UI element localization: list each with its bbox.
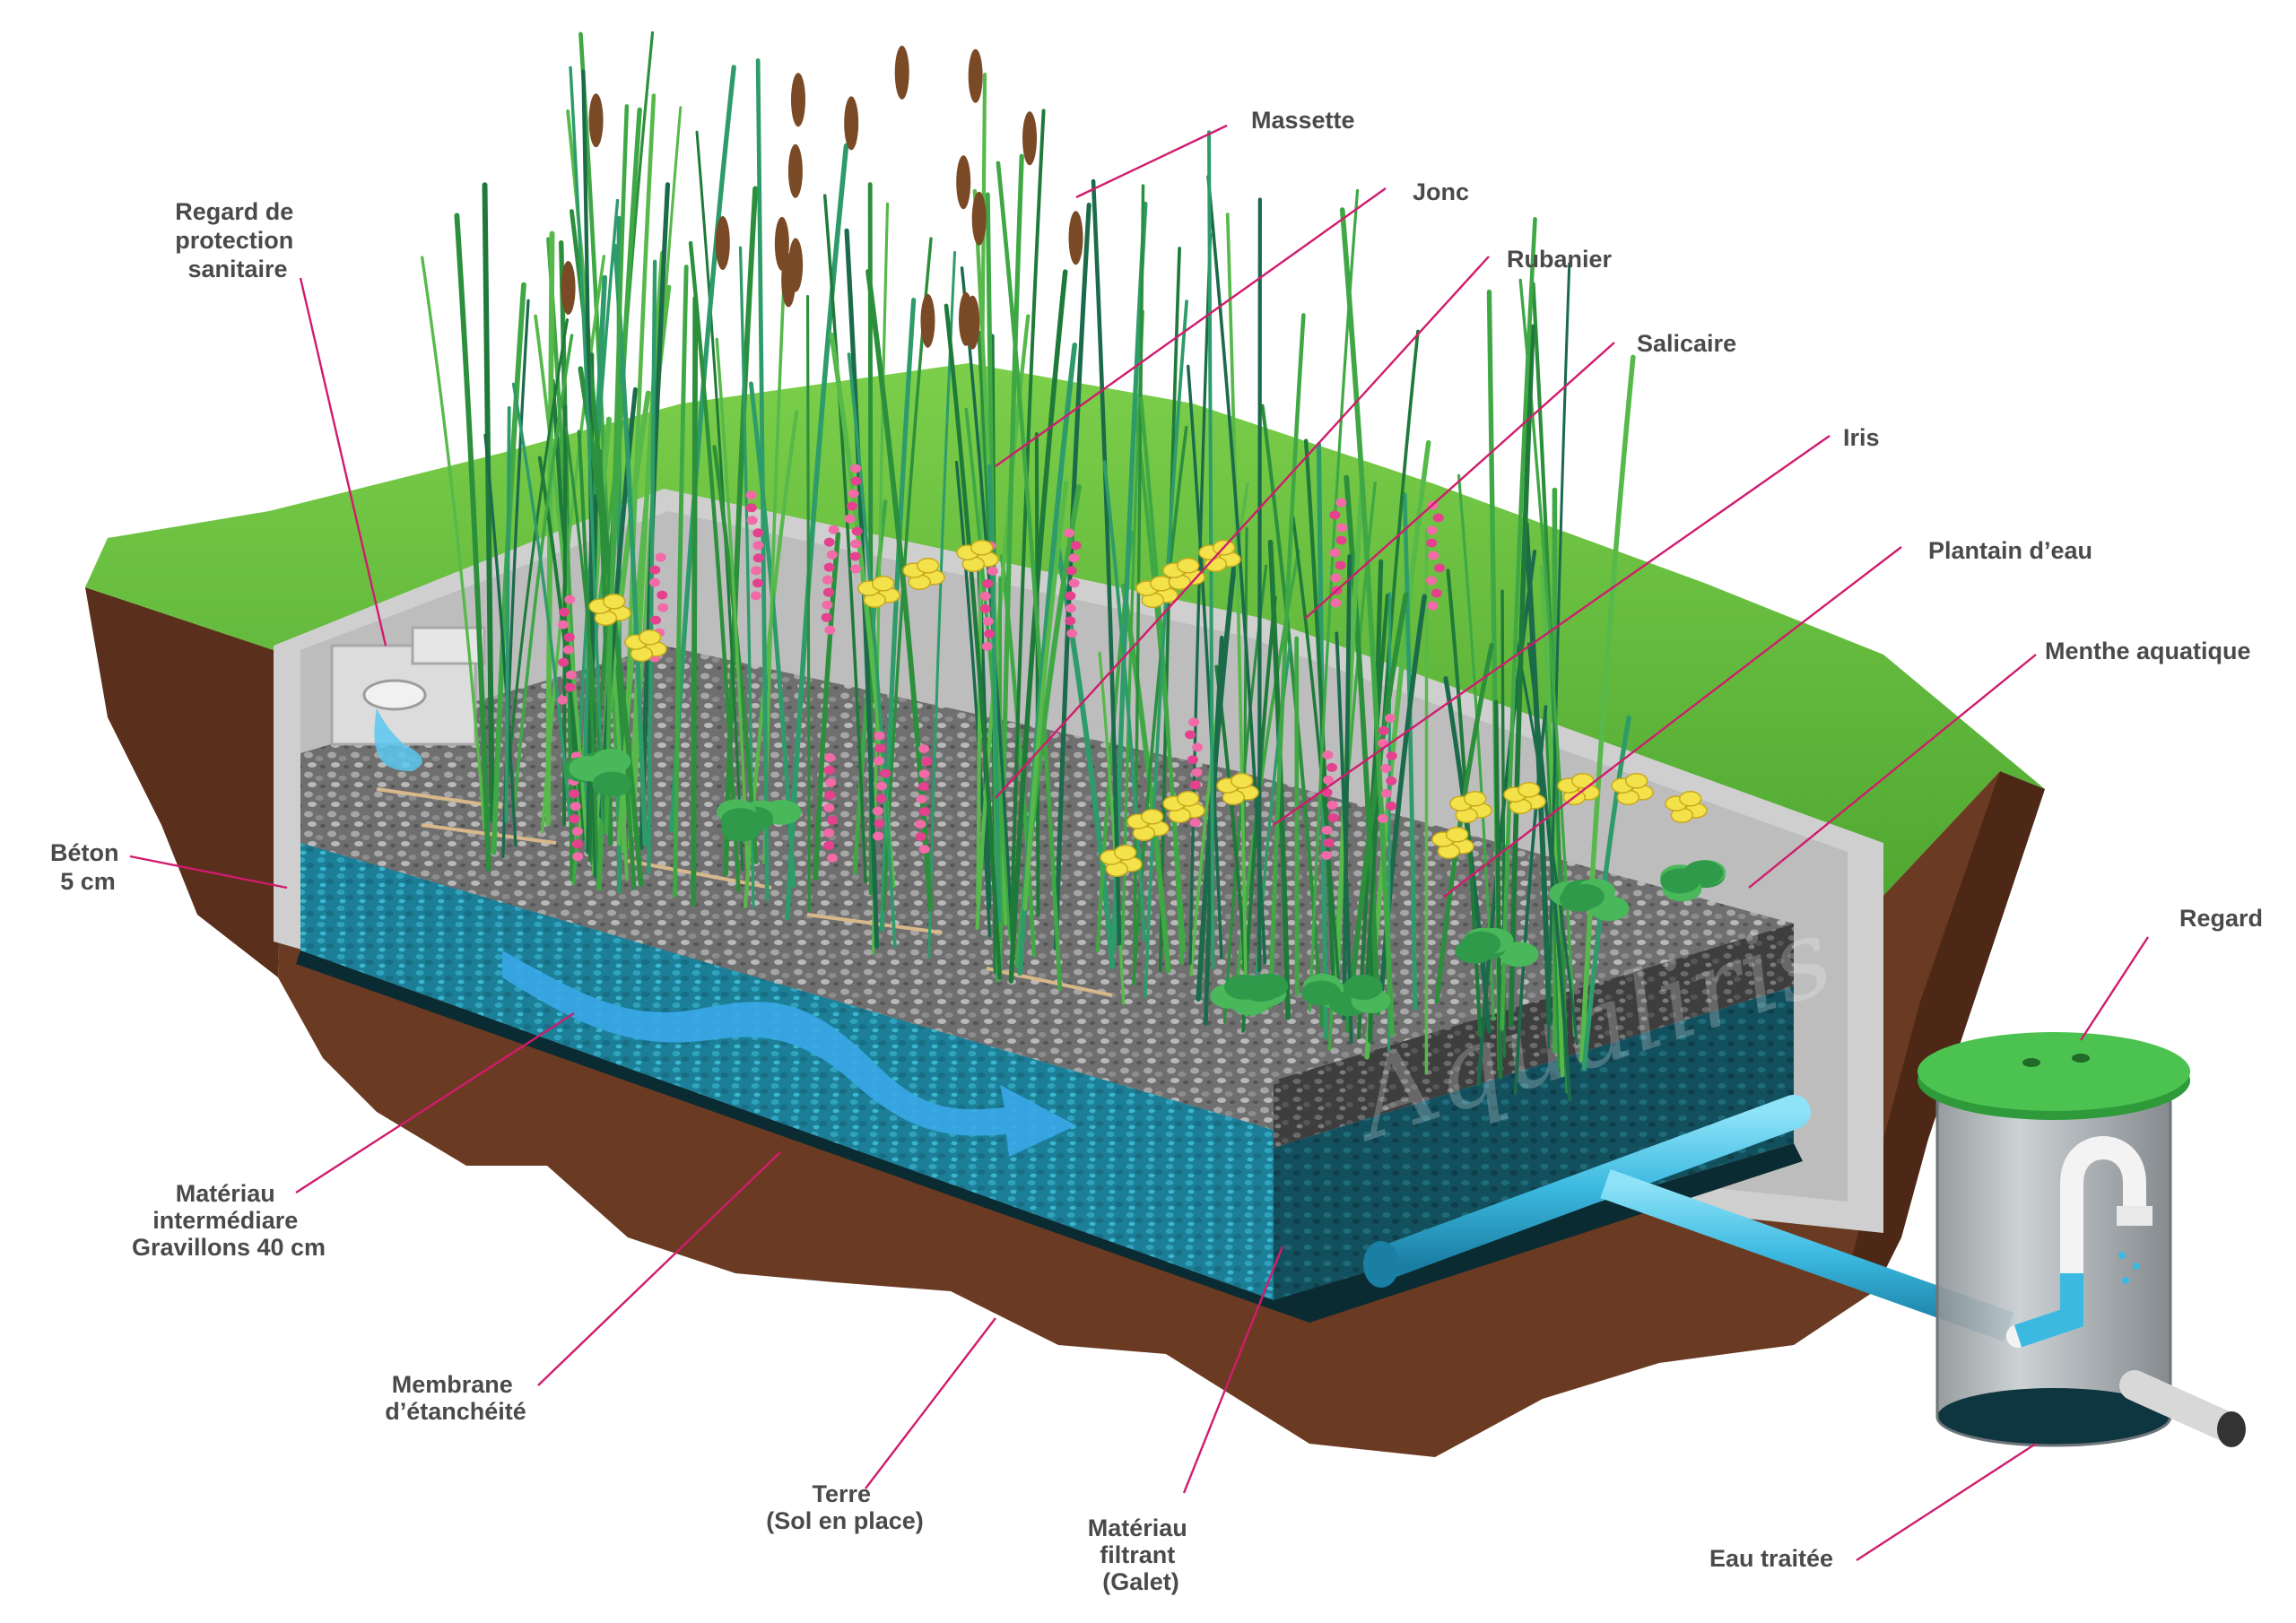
label-materiau-filtrant: Matériau filtrant (Galet) xyxy=(1088,1515,1195,1595)
leader-salicaire xyxy=(1304,342,1615,620)
label-rubanier: Rubanier xyxy=(1507,246,1613,273)
leader-beton xyxy=(129,855,288,890)
label-jonc: Jonc xyxy=(1413,178,1469,205)
label-iris: Iris xyxy=(1843,424,1880,451)
label-regard-sanitaire: Regard de protection sanitaire xyxy=(175,198,300,282)
label-eau-traitee: Eau traitée xyxy=(1709,1545,1833,1572)
label-massette: Massette xyxy=(1251,107,1355,134)
filtering-water-layer xyxy=(296,843,1803,1323)
inlet-chamber xyxy=(330,626,486,771)
leader-terre xyxy=(865,1317,996,1489)
label-regard: Regard xyxy=(2179,905,2263,932)
label-menthe: Menthe aquatique xyxy=(2045,638,2251,664)
leader-massette xyxy=(1075,124,1228,199)
leader-membrane xyxy=(537,1151,781,1386)
labels: Massette Jonc Rubanier Salicaire Iris Pl… xyxy=(50,107,2263,1595)
leader-lines xyxy=(129,124,2150,1562)
gravel-surface xyxy=(300,646,1794,1081)
water-flow-arrow xyxy=(502,950,1076,1157)
leader-regard xyxy=(2079,936,2150,1041)
vegetation xyxy=(421,30,1726,1102)
leader-menthe xyxy=(1748,654,2037,889)
leader-materiau-intermediaire xyxy=(295,1011,575,1194)
leader-plantain xyxy=(1443,546,1902,898)
label-materiau-intermediaire: Matériau intermédiare Gravillons 40 cm xyxy=(132,1180,326,1261)
label-plantain: Plantain d’eau xyxy=(1928,537,2092,564)
leader-materiau-filtrant xyxy=(1182,1245,1284,1494)
label-terre: Terre (Sol en place) xyxy=(766,1480,924,1534)
leader-jonc xyxy=(995,187,1387,467)
leader-rubanier xyxy=(995,256,1490,799)
label-salicaire: Salicaire xyxy=(1637,330,1736,357)
leader-iris xyxy=(1273,435,1831,826)
label-beton: Béton 5 cm xyxy=(50,839,126,895)
label-membrane: Membrane d’étanchéité xyxy=(385,1371,526,1425)
leader-regard-sanitaire xyxy=(299,277,387,647)
leader-eau-traitee xyxy=(1856,1442,2037,1562)
outlet-manhole xyxy=(1918,1032,2246,1447)
